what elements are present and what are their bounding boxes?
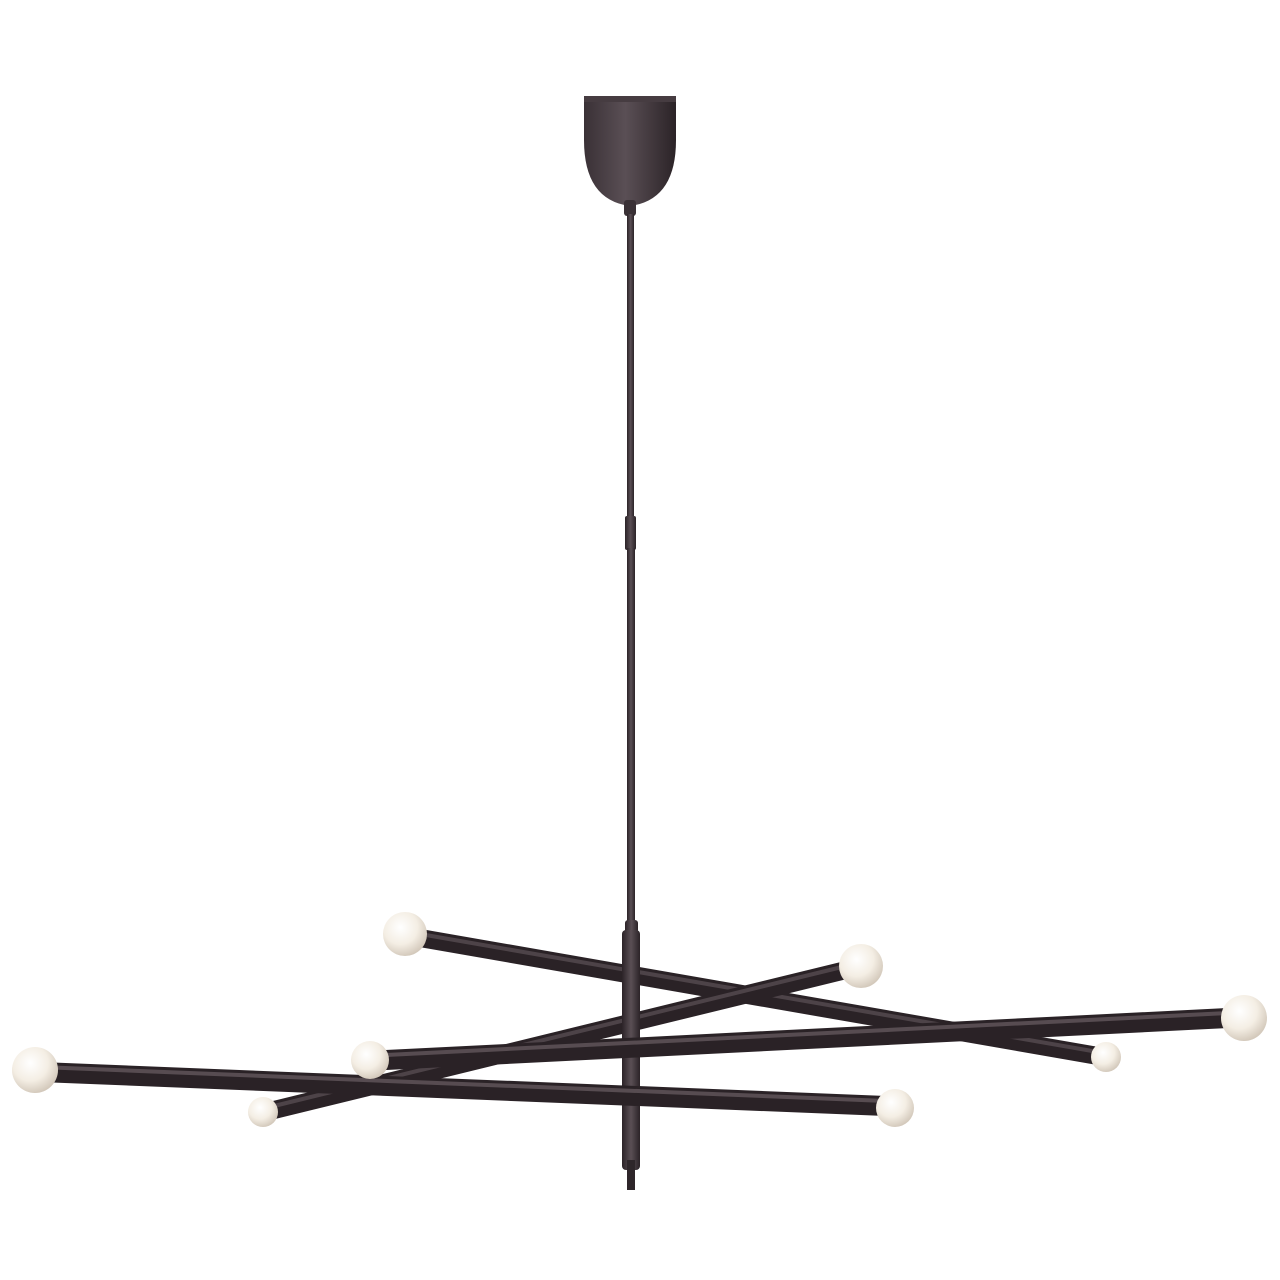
bulbs	[12, 912, 1267, 1127]
bulb-center-left	[351, 1041, 389, 1079]
bulb-right-inner	[1091, 1042, 1121, 1072]
bulb-upper-left	[383, 912, 427, 956]
bulb-lower-right	[876, 1089, 914, 1127]
bulb-upper-center	[839, 944, 883, 988]
central-hub	[622, 930, 640, 1190]
bulb-far-left	[12, 1047, 58, 1093]
ceiling-canopy	[584, 96, 676, 206]
arm-long-right	[376, 1008, 1238, 1070]
bulb-lower-left	[248, 1097, 278, 1127]
bulb-far-right	[1221, 995, 1267, 1041]
down-rod	[624, 200, 638, 960]
arm-long-left	[30, 1062, 896, 1116]
